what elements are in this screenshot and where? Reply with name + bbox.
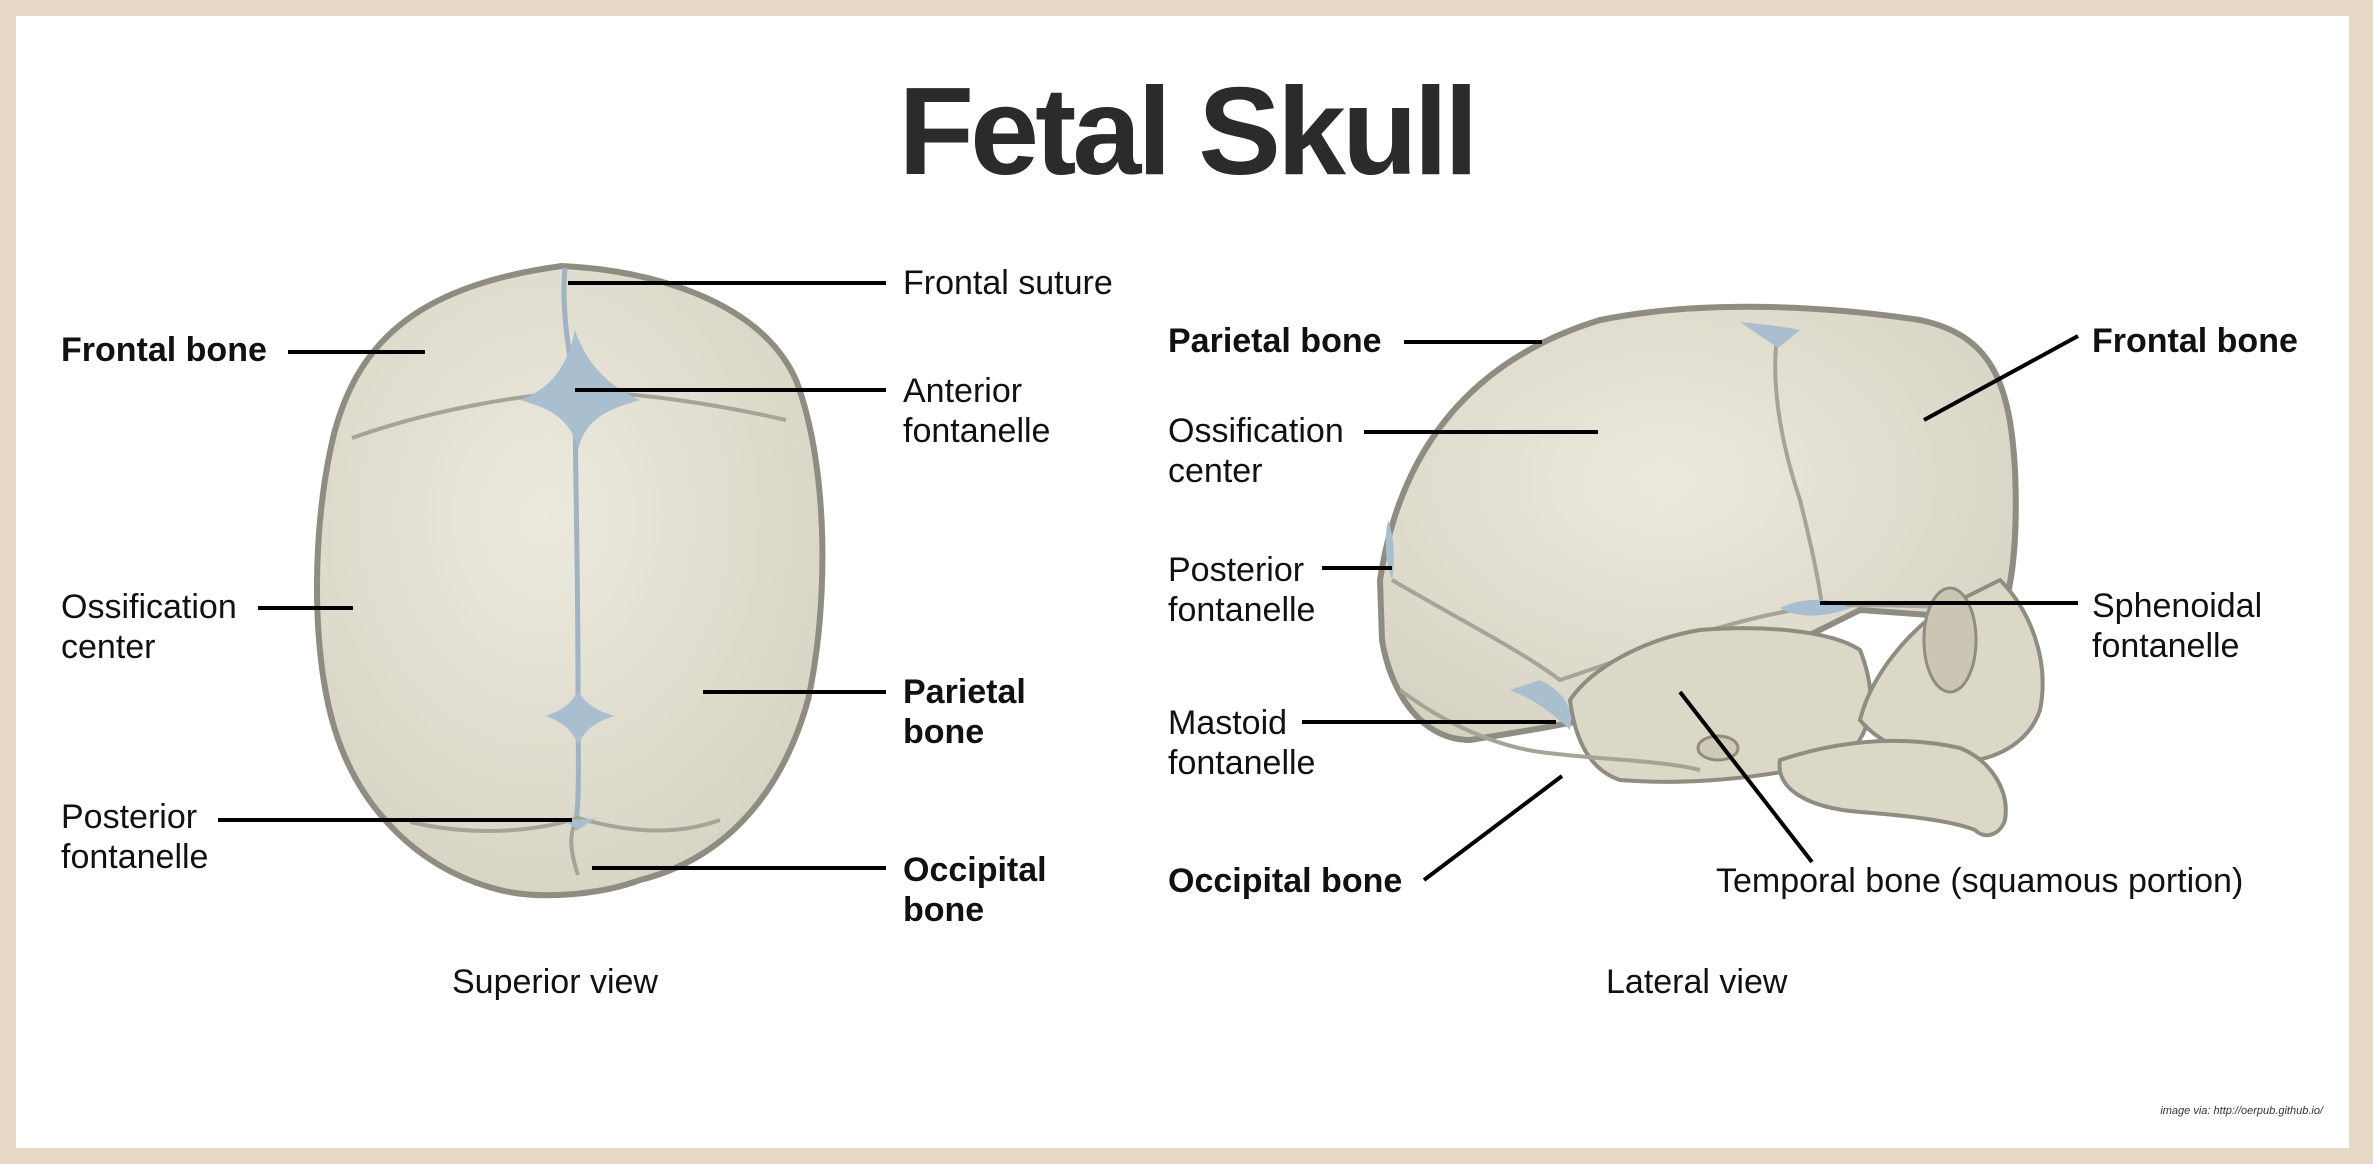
- label-posterior-fontanelle-lateral: Posterior fontanelle: [1168, 551, 1316, 629]
- label-posterior-fontanelle-superior: Posterior fontanelle: [61, 798, 209, 876]
- label-anterior-fontanelle: Anterior fontanelle: [903, 372, 1051, 450]
- label-occipital-bone-superior: Occipital bone: [903, 851, 1047, 929]
- label-frontal-bone-superior: Frontal bone: [61, 331, 267, 369]
- superior-leader-lines: [218, 281, 886, 870]
- superior-skull-outline: [314, 262, 826, 899]
- caption-lateral-view: Lateral view: [1606, 963, 1788, 1001]
- label-frontal-bone-lateral: Frontal bone: [2092, 322, 2298, 360]
- image-credit: image via: http://oerpub.github.io/: [2160, 1105, 2323, 1117]
- superior-skull: [314, 262, 826, 899]
- label-ossification-center-lateral: Ossification center: [1168, 412, 1344, 490]
- lateral-skull: [1376, 303, 2045, 838]
- label-mastoid-fontanelle: Mastoid fontanelle: [1168, 704, 1316, 782]
- label-temporal-bone: Temporal bone (squamous portion): [1716, 862, 2244, 900]
- label-ossification-center-superior: Ossification center: [61, 588, 237, 666]
- caption-superior-view: Superior view: [452, 963, 658, 1001]
- label-parietal-bone-superior: Parietal bone: [903, 673, 1026, 751]
- page-title: Fetal Skull: [898, 63, 1478, 201]
- lateral-cranium-outline: [1376, 303, 2019, 744]
- label-frontal-suture: Frontal suture: [903, 264, 1113, 302]
- lateral-leader-lines: [1302, 334, 2079, 882]
- label-sphenoidal-fontanelle: Sphenoidal fontanelle: [2092, 587, 2263, 665]
- label-parietal-bone-lateral: Parietal bone: [1168, 322, 1382, 360]
- label-occipital-bone-lateral: Occipital bone: [1168, 862, 1403, 900]
